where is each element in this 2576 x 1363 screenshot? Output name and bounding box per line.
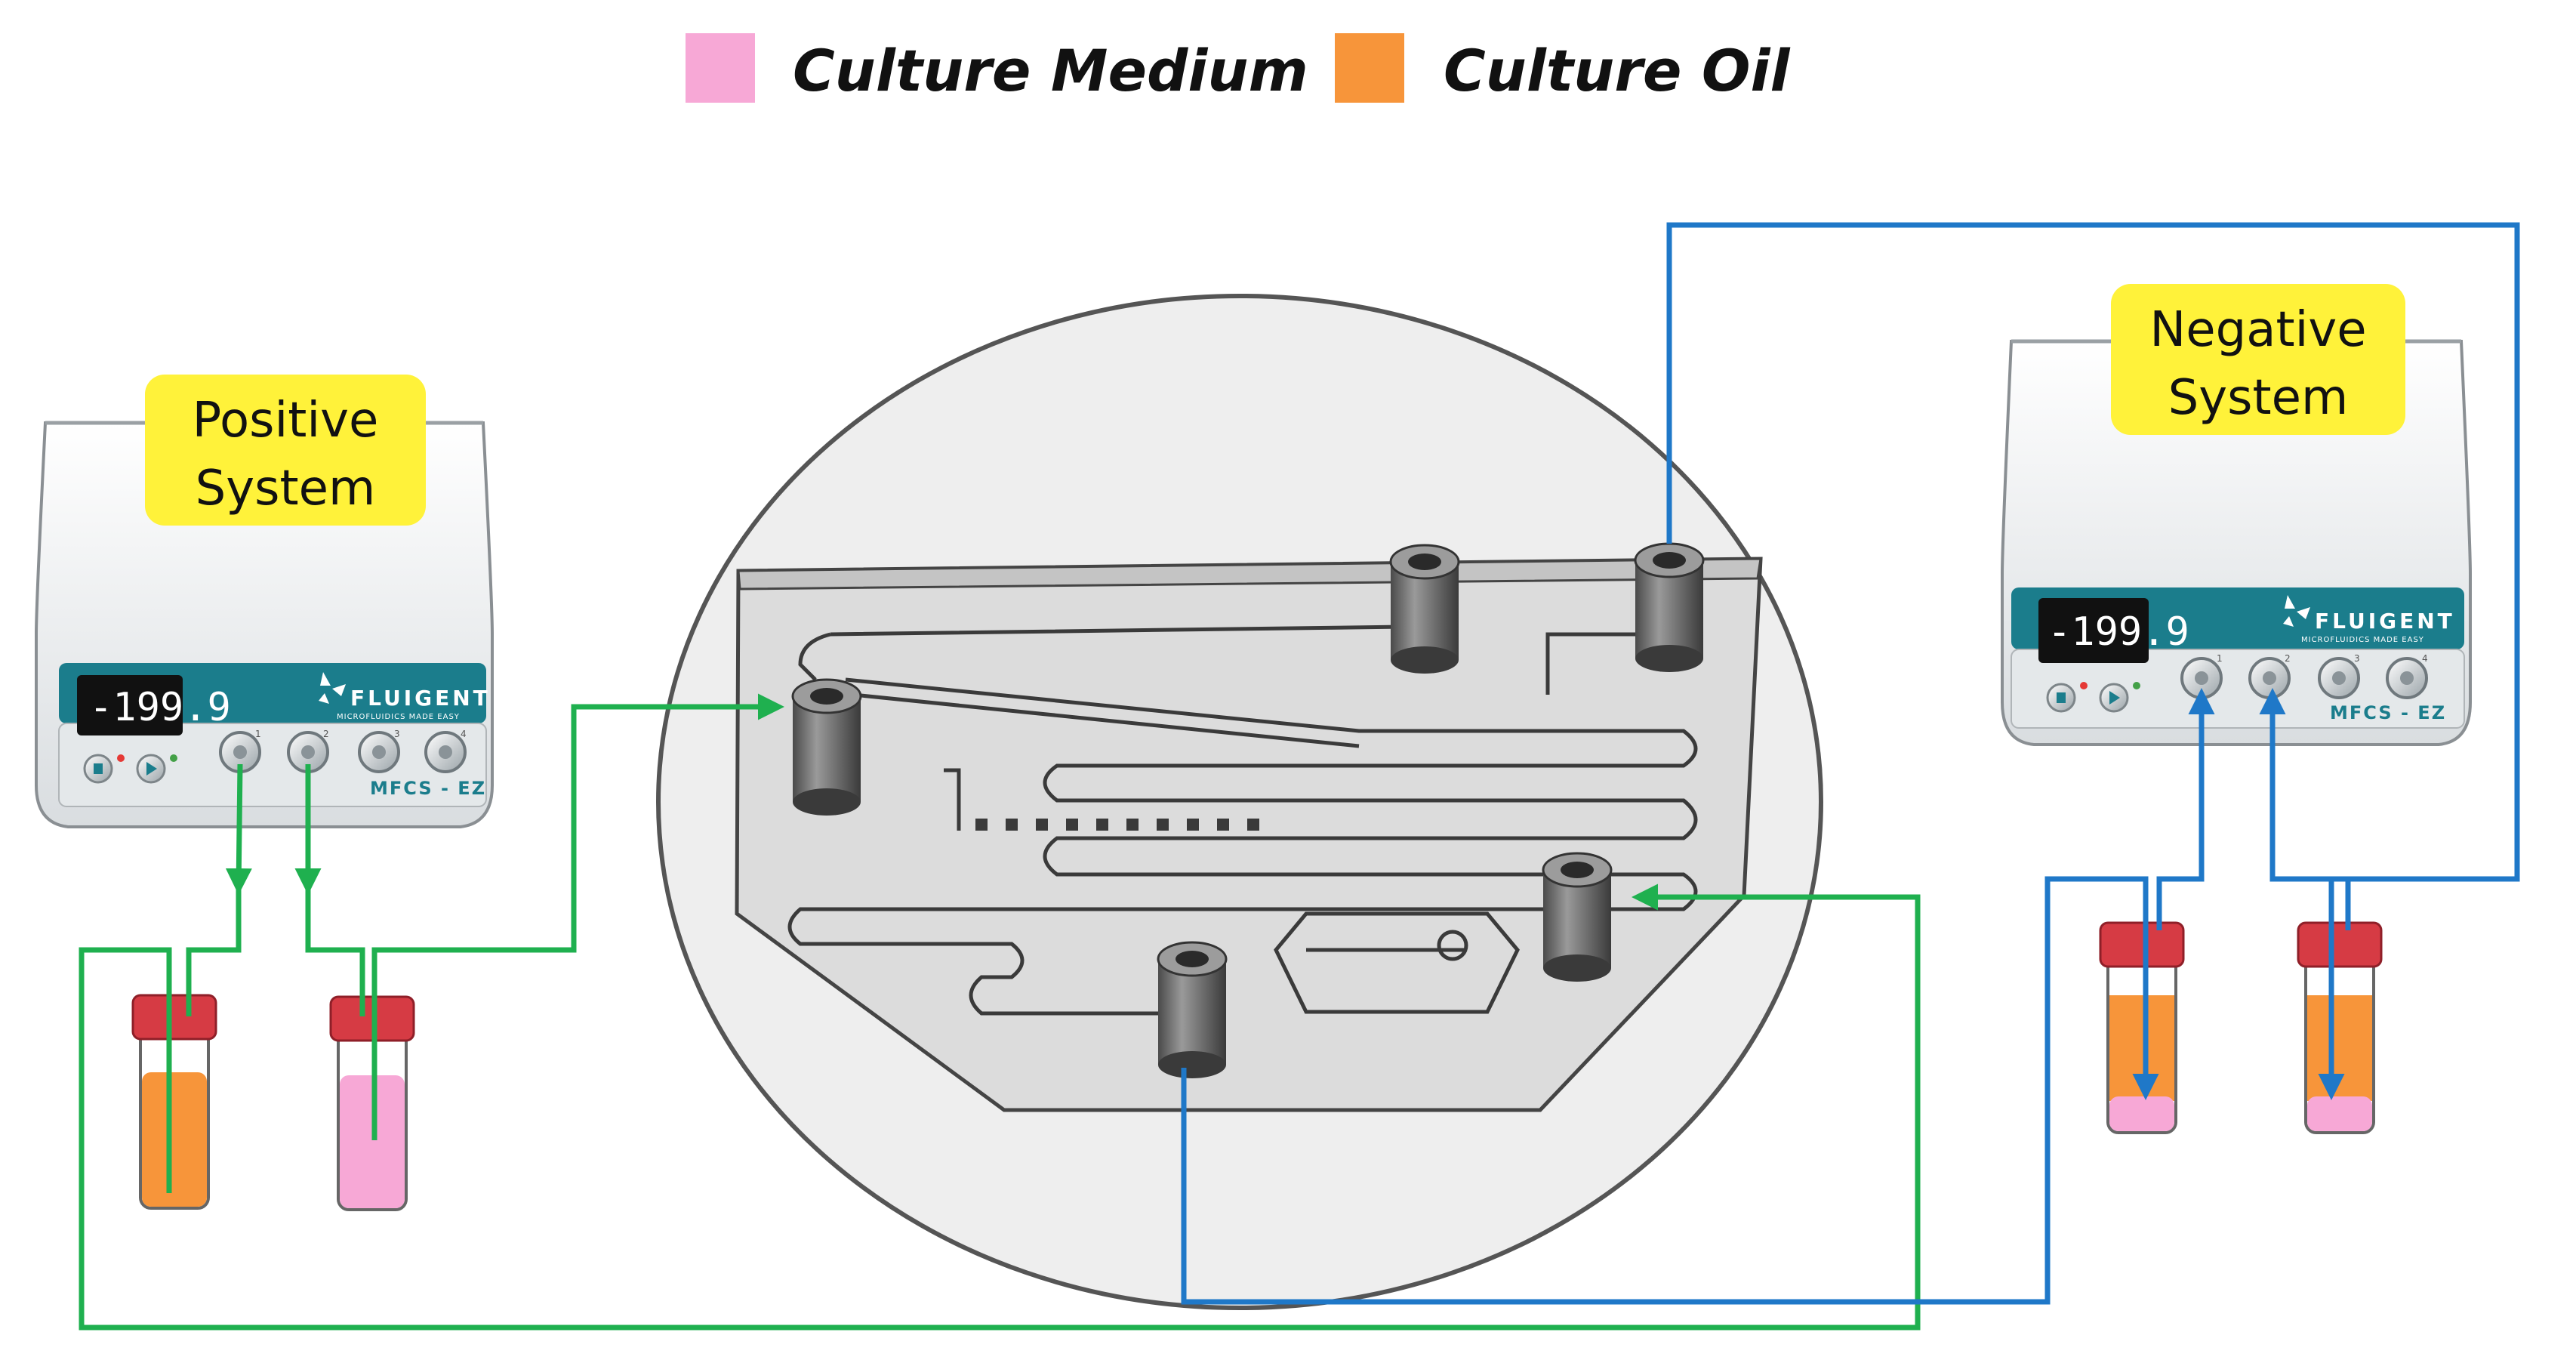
port-number-2: 2: [323, 729, 329, 739]
tube-outlet-to-waste: [1181, 876, 2159, 1305]
port-knob-3[interactable]: [2318, 657, 2360, 699]
positive-system-label: Positive System: [145, 375, 426, 526]
negative-pressure-tubing: [1181, 222, 2520, 1305]
lcd-display: [2038, 598, 2149, 663]
port-knob-1[interactable]: [2180, 657, 2223, 699]
chip-port-outlet-bottom: [1157, 941, 1228, 1078]
negative-pressure-controller: -199.9 FLUIGENT MICROFLUIDICS MADE EASY …: [2001, 339, 2472, 746]
channel-array: [975, 819, 1259, 831]
lcd-display: [77, 675, 183, 735]
legend-swatch-culture-oil: [1335, 33, 1404, 103]
chip-port-oil-inlet: [1542, 852, 1613, 982]
tube-waste2-to-port2: [2259, 688, 2351, 930]
pause-icon: [2057, 692, 2066, 703]
vial-cap: [131, 994, 217, 1041]
port-number-2: 2: [2285, 653, 2291, 664]
port-knob-4[interactable]: [2386, 657, 2428, 699]
brand-tagline: MICROFLUIDICS MADE EASY: [2301, 636, 2424, 644]
vial-waste-right-1: [2099, 921, 2185, 1134]
port-knob-3[interactable]: [358, 731, 400, 773]
port-knob-2[interactable]: [2248, 657, 2291, 699]
port-number-1: 1: [255, 729, 261, 739]
legend: Culture Medium Culture Oil: [686, 33, 1791, 104]
tube-oil-vial-to-oil-inlet: [79, 883, 1921, 1331]
negative-system-label: Negative System: [2111, 284, 2405, 435]
tube-waste1-to-port1: [2156, 688, 2215, 930]
positive-system-label-line1: Positive: [193, 393, 379, 449]
port-number-4: 4: [461, 729, 467, 739]
tube-port1-to-oil-vial: [225, 763, 252, 895]
chip-port-top-right: [1634, 542, 1705, 672]
status-led-red: [117, 754, 125, 762]
lcd-readout: -199.9: [89, 685, 231, 730]
port-number-4: 4: [2422, 653, 2428, 664]
play-icon: [146, 762, 157, 776]
serpentine-channels: [787, 624, 1698, 1016]
lcd-readout: -199.9: [2048, 609, 2189, 655]
vial-waste-right-2: [2297, 921, 2383, 1134]
brand-name: FLUIGENT: [2315, 609, 2455, 634]
port-number-1: 1: [2217, 653, 2223, 664]
pause-icon: [94, 763, 103, 774]
tube-medium-vial-to-left-inlet: [371, 693, 784, 1140]
vial-cap: [2099, 921, 2185, 968]
brand-name: FLUIGENT: [350, 686, 491, 711]
vial-culture-oil-left: [131, 994, 217, 1210]
port-number-3: 3: [2354, 653, 2360, 664]
chip-plate: [735, 557, 1763, 1112]
vial-cap: [2297, 921, 2383, 968]
legend-label-culture-oil: Culture Oil: [1444, 37, 1791, 104]
negative-system-label-line2: System: [2168, 370, 2349, 426]
negative-system-label-line1: Negative: [2149, 302, 2366, 358]
positive-system-label-line2: System: [196, 461, 376, 517]
fluigent-logo-icon: [319, 672, 346, 704]
model-label: MFCS - EZ: [2330, 702, 2446, 723]
status-led-red: [2080, 682, 2088, 689]
status-led-green: [2133, 682, 2140, 689]
chip-port-top-middle: [1389, 544, 1460, 674]
model-label: MFCS - EZ: [370, 778, 486, 799]
legend-swatch-culture-medium: [686, 33, 755, 103]
fluigent-logo-icon: [2283, 595, 2310, 627]
port-knob-2[interactable]: [287, 731, 329, 773]
port-number-3: 3: [394, 729, 400, 739]
positive-pressure-tubing: [79, 693, 1921, 1331]
port-knob-4[interactable]: [424, 731, 467, 773]
status-led-green: [170, 754, 177, 762]
chip-port-inlet-left: [791, 678, 862, 816]
legend-label-culture-medium: Culture Medium: [793, 37, 1308, 104]
microfluidic-chip: [656, 294, 1823, 1310]
tube-top-right-port-to-waste: [1666, 222, 2520, 1100]
brand-tagline: MICROFLUIDICS MADE EASY: [337, 713, 460, 721]
play-icon: [2109, 691, 2120, 705]
